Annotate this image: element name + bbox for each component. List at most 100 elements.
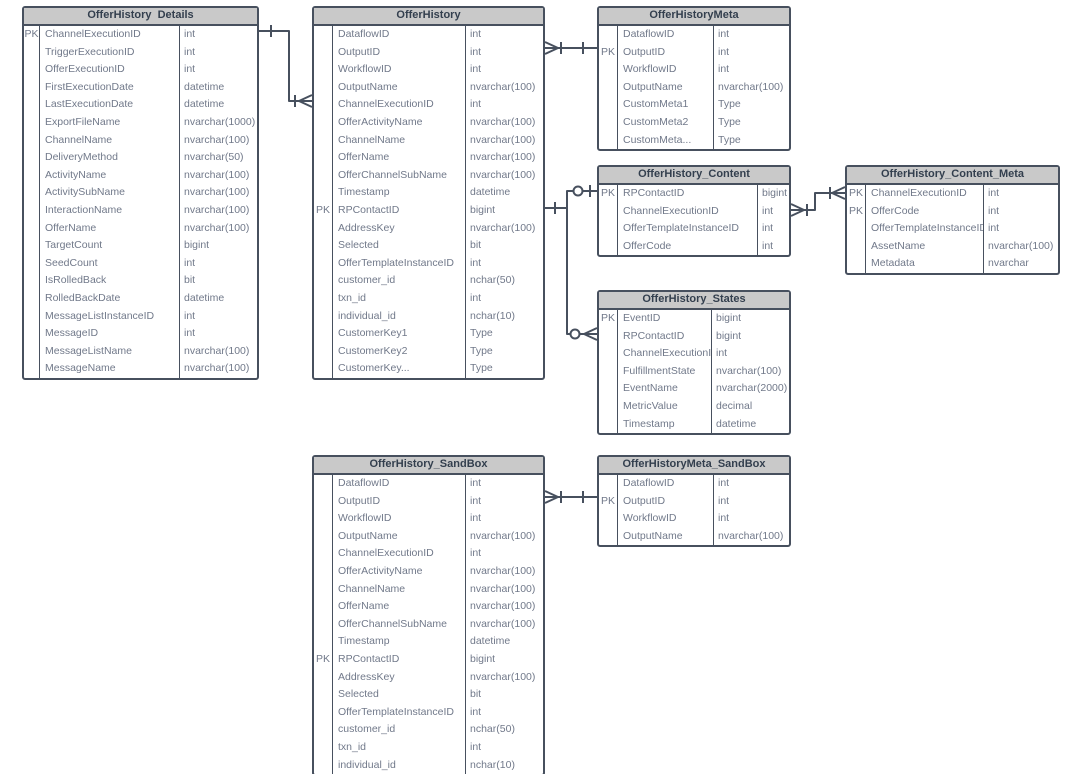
column-name: OfferCode bbox=[865, 202, 983, 221]
pk-cell: PK bbox=[600, 187, 615, 199]
pk-cell bbox=[24, 114, 39, 132]
pk-cell bbox=[599, 26, 617, 44]
pk-cell bbox=[314, 167, 332, 185]
column-type: nvarchar(100) bbox=[465, 166, 543, 185]
pk-cell bbox=[599, 416, 617, 434]
column-name: OfferTemplateInstanceID bbox=[865, 220, 983, 238]
column-name: LastExecutionDate bbox=[39, 96, 179, 114]
column-name: OutputName bbox=[332, 527, 465, 546]
column-type: int bbox=[757, 220, 789, 238]
column-type: nvarchar(100) bbox=[983, 237, 1058, 256]
column-type: Type bbox=[713, 96, 789, 114]
pk-cell bbox=[314, 308, 332, 326]
column-type: int bbox=[465, 43, 543, 62]
connector-details-to-offerhistory[interactable] bbox=[259, 25, 313, 108]
connector-content-to-content-meta[interactable] bbox=[790, 186, 846, 217]
pk-cell bbox=[24, 132, 39, 150]
column-name: InteractionName bbox=[39, 201, 179, 220]
column-name: OutputName bbox=[332, 78, 465, 97]
column-type: datetime bbox=[711, 415, 789, 434]
column-name: ChannelExecutionID bbox=[39, 26, 179, 44]
pk-cell bbox=[314, 290, 332, 308]
column-name: CustomerKey... bbox=[332, 360, 465, 378]
column-type: nvarchar(100) bbox=[465, 149, 543, 167]
column-name: DataflowID bbox=[332, 26, 465, 44]
column-name: Timestamp bbox=[617, 415, 711, 434]
column-name: TriggerExecutionID bbox=[39, 43, 179, 62]
pk-cell bbox=[599, 220, 617, 238]
column-type: int bbox=[179, 307, 257, 326]
column-type: nvarchar(100) bbox=[465, 78, 543, 97]
column-type: nvarchar(100) bbox=[465, 615, 543, 634]
column-type: Type bbox=[713, 113, 789, 132]
pk-cell bbox=[314, 633, 332, 651]
column-type: bigint bbox=[711, 327, 789, 346]
column-type: int bbox=[713, 43, 789, 62]
pk-cell: PK bbox=[315, 203, 330, 216]
column-name: FulfillmentState bbox=[617, 362, 711, 381]
pk-cell bbox=[314, 598, 332, 616]
entity-title[interactable]: OfferHistory Details bbox=[24, 8, 257, 26]
entity-title[interactable]: OfferHistory_Content_Meta bbox=[847, 167, 1058, 185]
entity-title[interactable]: OfferHistoryMeta_SandBox bbox=[599, 457, 789, 475]
entity-title[interactable]: OfferHistoryMeta bbox=[599, 8, 789, 26]
pk-cell bbox=[314, 114, 332, 132]
column-name: OfferActivityName bbox=[332, 562, 465, 581]
entity-title[interactable]: OfferHistory_SandBox bbox=[314, 457, 543, 475]
column-type: bigint bbox=[465, 201, 543, 220]
column-type: int bbox=[713, 26, 789, 44]
column-name: txn_id bbox=[332, 289, 465, 308]
column-name: DataflowID bbox=[617, 26, 713, 44]
pk-cell bbox=[314, 132, 332, 150]
entity-title[interactable]: OfferHistory_Content bbox=[599, 167, 789, 185]
column-type: int bbox=[757, 237, 789, 256]
column-row: CustomMeta...Type bbox=[599, 131, 789, 150]
connector-sandbox-to-meta-sandbox[interactable] bbox=[544, 490, 597, 504]
column-name: ActivityName bbox=[39, 166, 179, 185]
column-type: nvarchar(100) bbox=[465, 668, 543, 687]
entity-title[interactable]: OfferHistory_States bbox=[599, 292, 789, 310]
column-type: datetime bbox=[179, 78, 257, 97]
pk-cell bbox=[314, 757, 332, 774]
column-type: int bbox=[465, 738, 543, 757]
pk-cell bbox=[314, 704, 332, 722]
pk-cell bbox=[314, 79, 332, 97]
pk-cell bbox=[314, 26, 332, 44]
entity-title[interactable]: OfferHistory bbox=[314, 8, 543, 26]
pk-cell bbox=[24, 272, 39, 290]
pk-cell bbox=[314, 325, 332, 343]
connector-offerhistory-to-content-and-states[interactable] bbox=[545, 185, 598, 341]
column-name: CustomerKey1 bbox=[332, 325, 465, 343]
column-type: bigint bbox=[711, 310, 789, 328]
column-name: OutputID bbox=[332, 43, 465, 62]
connector-offerhistory-to-meta[interactable] bbox=[544, 41, 597, 55]
